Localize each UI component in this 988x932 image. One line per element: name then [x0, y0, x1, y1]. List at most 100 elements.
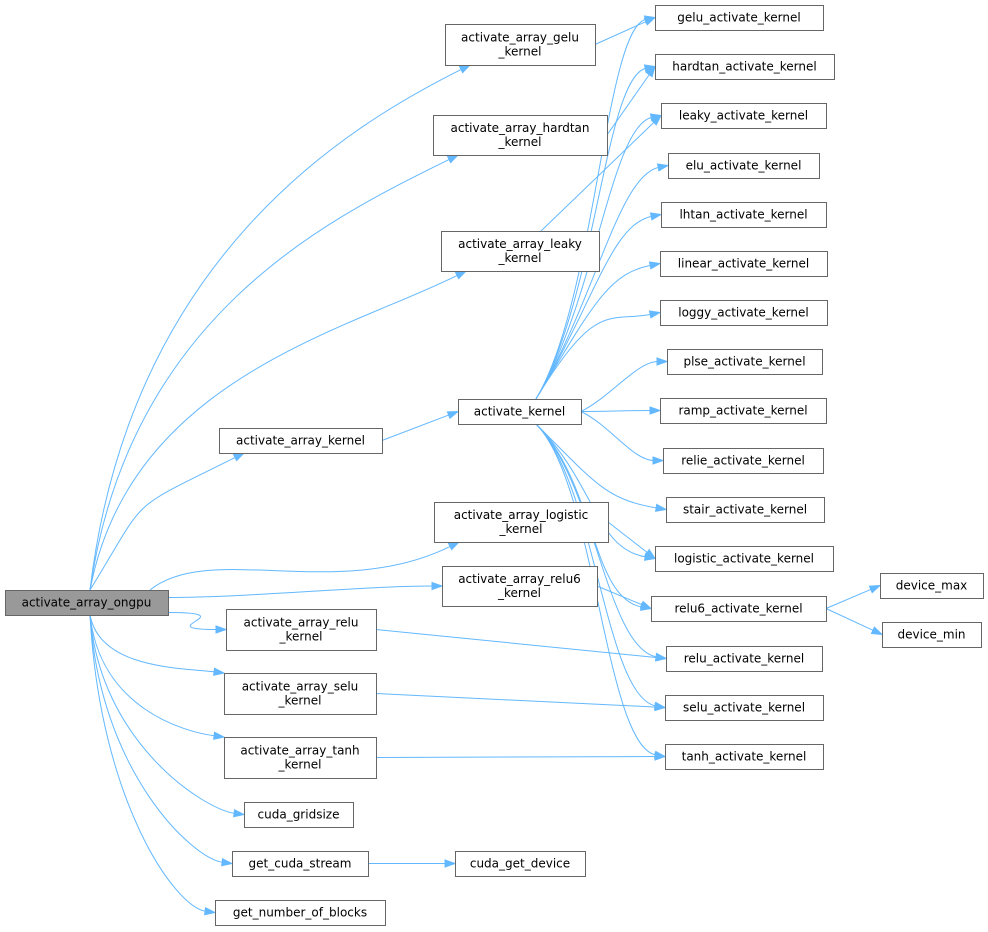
node-label: elu_activate_kernel: [686, 159, 802, 173]
edge-activate-to-loggy: [535, 313, 652, 400]
arrowhead-icon: [654, 752, 667, 761]
edge-activate-to-elu: [535, 166, 660, 400]
node-box: [244, 802, 354, 828]
node-box: [455, 851, 586, 877]
node-label: activate_kernel: [474, 405, 565, 419]
node-box: [660, 398, 827, 424]
node-logistic-k[interactable]: activate_array_logistic_kernel: [434, 502, 609, 543]
node-device[interactable]: cuda_get_device: [455, 851, 586, 877]
node-selu-k[interactable]: activate_array_selu_kernel: [224, 673, 377, 715]
node-label: hardtan_activate_kernel: [672, 60, 816, 74]
node-leaky-k[interactable]: activate_array_leaky_kernel: [441, 231, 600, 272]
node-stair[interactable]: stair_activate_kernel: [666, 497, 825, 523]
node-dmax[interactable]: device_max: [880, 573, 984, 599]
node-label: relu_activate_kernel: [684, 652, 804, 666]
node-relu[interactable]: relu_activate_kernel: [666, 646, 823, 672]
edge-ongpu-to-relu6_k: [167, 585, 434, 598]
node-box: [665, 744, 824, 770]
node-label: _kernel: [497, 586, 541, 600]
node-label: tanh_activate_kernel: [682, 750, 807, 764]
node-tanh[interactable]: tanh_activate_kernel: [665, 744, 824, 770]
node-array-kernel[interactable]: activate_array_kernel: [219, 428, 383, 454]
node-box: [666, 646, 823, 672]
node-box: [663, 448, 824, 474]
node-label: ramp_activate_kernel: [678, 404, 807, 418]
node-ongpu[interactable]: activate_array_ongpu: [5, 590, 169, 616]
node-gelu-k[interactable]: activate_array_gelu_kernel: [445, 24, 596, 66]
node-relu6[interactable]: relu6_activate_kernel: [651, 596, 827, 622]
node-box: [651, 596, 827, 622]
edge-relu6-to-dmin: [825, 608, 875, 632]
node-linear[interactable]: linear_activate_kernel: [660, 251, 828, 277]
node-ramp[interactable]: ramp_activate_kernel: [660, 398, 827, 424]
node-relu-k[interactable]: activate_array_relu_kernel: [226, 609, 377, 651]
arrowhead-icon: [233, 809, 246, 818]
node-gelu[interactable]: gelu_activate_kernel: [655, 5, 824, 31]
node-leaky[interactable]: leaky_activate_kernel: [661, 103, 827, 129]
edge-ongpu-to-selu_k: [89, 614, 216, 673]
edge-ongpu-to-hardtan_k: [89, 158, 451, 591]
arrowhead-icon: [204, 907, 217, 916]
node-label: activate_array_logistic: [454, 508, 589, 522]
edge-activate-to-linear: [535, 264, 652, 400]
edge-activate-to-hardtan: [535, 67, 647, 400]
edge-activate-to-lhtan: [535, 215, 653, 400]
arrowhead-icon: [221, 858, 234, 867]
node-label: _kernel: [278, 694, 322, 708]
edge-ongpu-to-logistic_k: [149, 545, 452, 591]
node-label: loggy_activate_kernel: [678, 306, 809, 320]
node-box: [660, 300, 828, 326]
arrowhead-icon: [654, 503, 668, 512]
arrowhead-icon: [656, 163, 670, 172]
node-relie[interactable]: relie_activate_kernel: [663, 448, 824, 474]
arrowhead-icon: [649, 406, 662, 415]
node-label: _kernel: [498, 135, 542, 149]
node-box: [880, 573, 984, 599]
node-label: get_number_of_blocks: [233, 906, 367, 920]
node-loggy[interactable]: loggy_activate_kernel: [660, 300, 828, 326]
node-relu6-k[interactable]: activate_array_relu6_kernel: [442, 566, 598, 607]
arrowhead-icon: [648, 261, 662, 270]
edges-layer: [89, 15, 884, 916]
node-stream[interactable]: get_cuda_stream: [232, 851, 369, 877]
edge-hardtan_k-to-hardtan: [606, 73, 651, 136]
node-box: [666, 497, 825, 523]
node-box: [661, 202, 827, 228]
node-label: activate_array_leaky: [458, 237, 582, 251]
edge-activate-to-plse: [580, 361, 659, 412]
node-activate[interactable]: activate_kernel: [458, 399, 582, 425]
edge-activate-to-ramp: [580, 410, 652, 412]
edge-ongpu-to-leaky_k: [89, 274, 459, 591]
node-label: activate_array_gelu: [461, 31, 579, 45]
node-dmin[interactable]: device_min: [882, 622, 982, 648]
node-selu[interactable]: selu_activate_kernel: [665, 695, 824, 721]
node-hardtan-k[interactable]: activate_array_hardtan_kernel: [433, 115, 608, 156]
node-blocks[interactable]: get_number_of_blocks: [215, 900, 386, 926]
edge-ongpu-to-array_kernel: [89, 456, 237, 591]
node-elu[interactable]: elu_activate_kernel: [668, 153, 820, 179]
node-box: [442, 566, 598, 607]
node-lhtan[interactable]: lhtan_activate_kernel: [661, 202, 827, 228]
arrowhead-icon: [447, 541, 461, 551]
edge-selu_k-to-selu: [375, 693, 657, 708]
arrowhead-icon: [446, 154, 460, 164]
node-label: activate_array_tanh: [240, 744, 359, 758]
edge-ongpu-to-tanh_k: [89, 614, 216, 737]
node-tanh-k[interactable]: activate_array_tanh_kernel: [224, 737, 377, 779]
node-hardtan[interactable]: hardtan_activate_kernel: [655, 54, 835, 80]
edge-activate-to-selu: [535, 423, 657, 707]
node-box: [215, 900, 386, 926]
node-plse[interactable]: plse_activate_kernel: [667, 349, 823, 375]
node-box: [445, 24, 596, 66]
node-box: [224, 673, 377, 715]
arrowhead-icon: [868, 584, 882, 594]
node-box: [219, 428, 383, 454]
node-label: get_cuda_stream: [249, 857, 352, 871]
arrowhead-icon: [458, 64, 472, 74]
node-label: device_max: [896, 579, 968, 593]
node-label: relie_activate_kernel: [681, 454, 805, 468]
node-label: lhtan_activate_kernel: [679, 208, 807, 222]
node-logistic[interactable]: logistic_activate_kernel: [655, 546, 834, 572]
node-gridsize[interactable]: cuda_gridsize: [244, 802, 354, 828]
